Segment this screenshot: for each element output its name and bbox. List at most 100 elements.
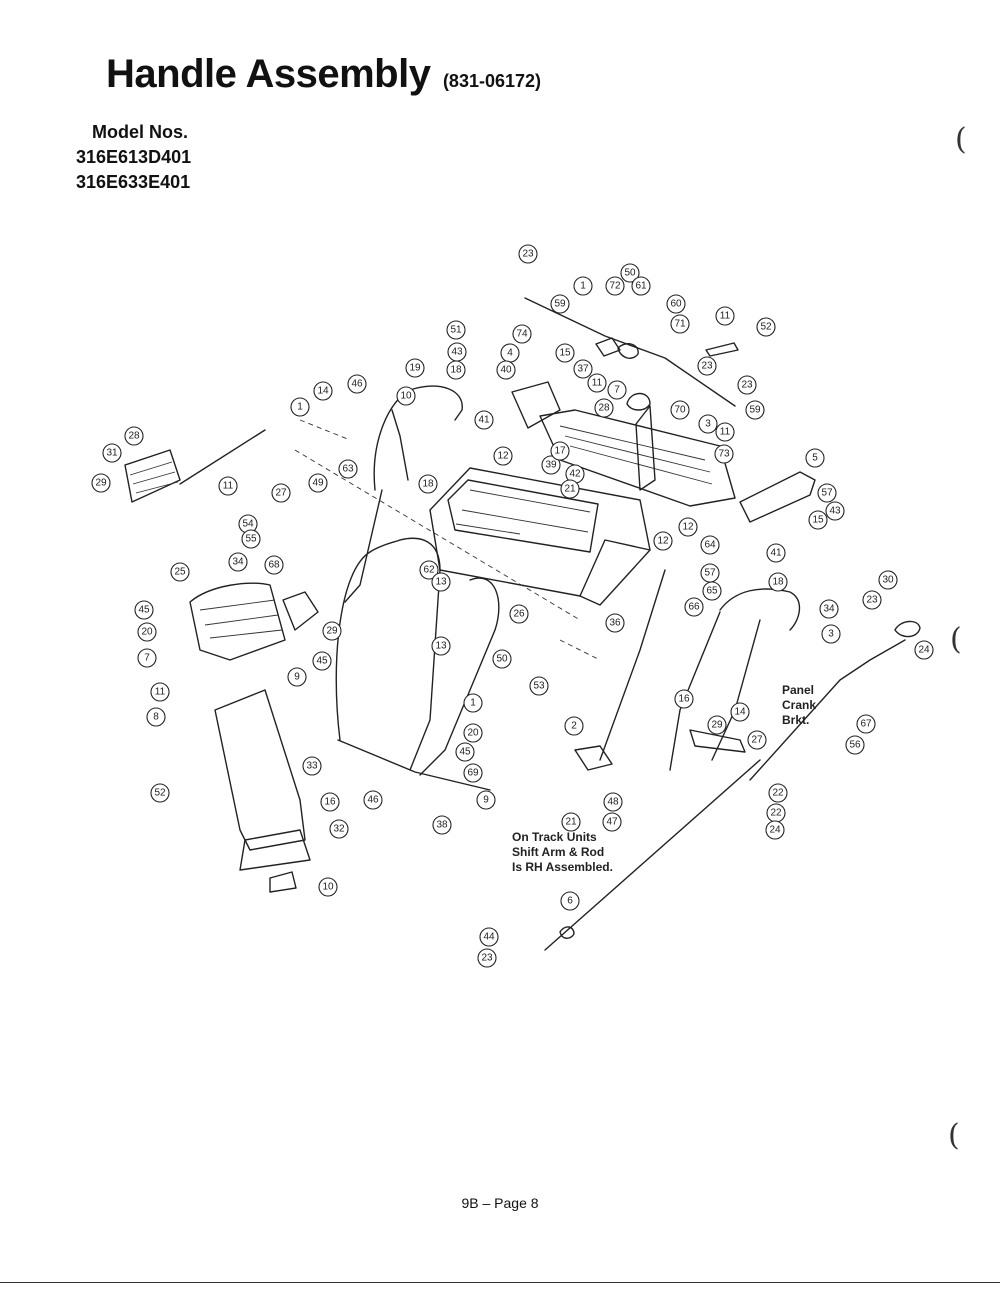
callout-circle <box>737 375 757 395</box>
callout-21: 21 <box>560 479 580 499</box>
callout-circle <box>170 562 190 582</box>
callout-circle <box>702 581 722 601</box>
callout-7: 7 <box>607 380 627 400</box>
callout-number: 23 <box>481 953 493 964</box>
callout-number: 18 <box>772 577 784 588</box>
callout-11: 11 <box>150 682 170 702</box>
callout-circle <box>765 820 785 840</box>
part-number: (831-06172) <box>442 71 542 91</box>
callout-number: 41 <box>478 415 490 426</box>
callout-number: 38 <box>436 820 448 831</box>
callout-circle <box>914 640 934 660</box>
callout-26: 26 <box>509 604 529 624</box>
callout-circle <box>134 600 154 620</box>
callout-circle <box>493 446 513 466</box>
callout-number: 62 <box>423 565 435 576</box>
callout-circle <box>271 483 291 503</box>
callout-number: 45 <box>316 656 328 667</box>
callout-number: 71 <box>674 319 686 330</box>
callout-number: 29 <box>326 626 338 637</box>
model-header: Model Nos. <box>92 122 189 142</box>
callout-circle <box>518 244 538 264</box>
callout-number: 2 <box>571 721 577 732</box>
callout-25: 25 <box>170 562 190 582</box>
callout-18: 18 <box>446 360 466 380</box>
callout-circle <box>745 400 765 420</box>
callout-circle <box>218 476 238 496</box>
callout-22: 22 <box>768 783 788 803</box>
callout-number: 50 <box>496 654 508 665</box>
callout-27: 27 <box>271 483 291 503</box>
callout-69: 69 <box>463 763 483 783</box>
callout-63: 63 <box>338 459 358 479</box>
callout-number: 47 <box>606 817 618 828</box>
callout-number: 28 <box>598 403 610 414</box>
note-line: Brkt. <box>782 713 810 727</box>
callout-number: 34 <box>232 557 244 568</box>
callout-circle <box>264 555 284 575</box>
callout-circle <box>808 510 828 530</box>
callout-40: 40 <box>496 360 516 380</box>
callout-50: 50 <box>492 649 512 669</box>
callout-circle <box>666 294 686 314</box>
page-title: Handle Assembly <box>106 52 431 96</box>
callout-number: 52 <box>760 322 772 333</box>
callout-circle <box>474 410 494 430</box>
callout-number: 22 <box>772 788 784 799</box>
callout-circle <box>455 742 475 762</box>
callout-circle <box>564 716 584 736</box>
model-number: 316E633E401 <box>76 172 191 192</box>
callout-10: 10 <box>396 386 416 406</box>
callout-45: 45 <box>312 651 332 671</box>
callout-number: 17 <box>554 446 566 457</box>
callout-circle <box>550 294 570 314</box>
callout-number: 57 <box>821 488 833 499</box>
callout-number: 33 <box>306 761 318 772</box>
callout-circle <box>730 702 750 722</box>
callout-circle <box>347 374 367 394</box>
callout-number: 57 <box>704 568 716 579</box>
page-footer: 9B – Page 8 <box>461 1195 539 1211</box>
callout-circle <box>768 783 788 803</box>
callout-circle <box>602 812 622 832</box>
callout-11: 11 <box>587 373 607 393</box>
callout-47: 47 <box>602 812 622 832</box>
callout-number: 3 <box>705 419 711 430</box>
callout-number: 49 <box>312 478 324 489</box>
callout-15: 15 <box>808 510 828 530</box>
callout-57: 57 <box>817 483 837 503</box>
callout-39: 39 <box>541 455 561 475</box>
callout-circle <box>603 792 623 812</box>
callout-circle <box>819 599 839 619</box>
callout-number: 68 <box>268 560 280 571</box>
callout-circle <box>419 560 439 580</box>
callout-circle <box>241 529 261 549</box>
callout-number: 20 <box>141 627 153 638</box>
callout-30: 30 <box>878 570 898 590</box>
callout-circle <box>862 590 882 610</box>
callout-circle <box>697 356 717 376</box>
callout-number: 21 <box>565 817 577 828</box>
callout-circle <box>479 927 499 947</box>
callout-66: 66 <box>684 597 704 617</box>
callout-circle <box>318 877 338 897</box>
callout-18: 18 <box>418 474 438 494</box>
callout-number: 69 <box>467 768 479 779</box>
callout-17: 17 <box>550 441 570 461</box>
callout-circle <box>446 360 466 380</box>
callout-circle <box>541 455 561 475</box>
callout-number: 22 <box>770 808 782 819</box>
callout-number: 19 <box>409 363 421 374</box>
callout-number: 55 <box>245 534 257 545</box>
callout-circle <box>631 276 651 296</box>
callout-9: 9 <box>287 667 307 687</box>
callout-circle <box>715 422 735 442</box>
callout-6: 6 <box>560 891 580 911</box>
callout-circle <box>825 501 845 521</box>
callout-circle <box>446 320 466 340</box>
callout-number: 16 <box>324 797 336 808</box>
callout-circle <box>550 441 570 461</box>
callout-number: 59 <box>749 405 761 416</box>
callout-circle <box>512 324 532 344</box>
